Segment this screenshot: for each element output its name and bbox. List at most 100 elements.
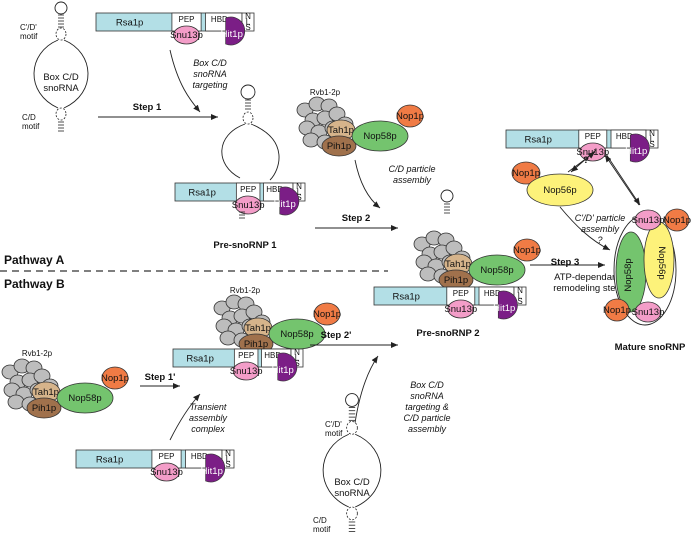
- cprime-assembly-label: C'/D' particle: [575, 213, 625, 223]
- transient-label: Transient: [190, 402, 227, 412]
- nop56p-right: [526, 173, 594, 207]
- rvb-mid-nop1p: [313, 302, 341, 326]
- rsa1-bottom-hit1p-label: Hit1p: [201, 466, 223, 477]
- rvb-left-pih1p-label: Pih1p: [32, 403, 56, 414]
- step1p-label: Step 1': [145, 372, 176, 383]
- nop1p-mature-bottom-label: Nop1p: [603, 305, 631, 316]
- transient-snu13p-label: Snu13p: [230, 366, 263, 377]
- rsa1-right-nls-letter: L: [650, 135, 655, 144]
- pre2-snu13p-label: Snu13p: [444, 304, 477, 315]
- rsa1-top-hit1p: [225, 16, 246, 46]
- targeting-label: snoRNA: [193, 69, 227, 79]
- pre1-nls-letter: L: [297, 188, 302, 197]
- cd-motif-bottom-label: C/D: [313, 516, 327, 525]
- rsa1-top-nls-letter: L: [246, 18, 251, 27]
- nop58p-mature-label: Nop58p: [623, 258, 634, 291]
- nop56p-mature-label: Nop56p: [656, 246, 667, 279]
- targeting-label: targeting: [192, 80, 227, 90]
- rsa1-bottom-rsa1p-label: Rsa1p: [96, 455, 123, 466]
- rvb-mid-tah1p-label: Tah1p: [245, 323, 271, 334]
- rsa1-top-snu13p: [173, 25, 200, 45]
- rsa1-bottom-nls-box: [221, 449, 235, 469]
- pre2-snu13p: [447, 299, 475, 319]
- cd-motif-bottom-label: motif: [313, 525, 331, 534]
- rsa1-top-nls-box: [241, 12, 255, 32]
- rvb-top-pih1p: [321, 135, 357, 157]
- rvb-pre2-nop1p-label: Nop1p: [513, 245, 541, 256]
- rvb-top-label: Rvb1-2p: [310, 88, 341, 97]
- transient-pep-label: PEP: [238, 351, 254, 360]
- box-snorna-bottom-label: snoRNA: [334, 488, 370, 499]
- pre2-hit1p: [497, 290, 518, 320]
- snorna-bottom-rna-loop: [322, 433, 382, 508]
- rsa1-bottom-hit1p: [205, 453, 226, 483]
- rsa1-top-nls-letter: N: [245, 12, 251, 21]
- rsa1-bottom-nls-letter: L: [226, 455, 231, 464]
- rvb-top-nop1p-label: Nop1p: [396, 111, 424, 122]
- box-snorna-label: Box C/D: [43, 72, 79, 83]
- rvb-left-nop1p: [101, 366, 129, 390]
- rvb-left-nop58p: [56, 382, 114, 414]
- rvb-top-nop58p: [351, 120, 409, 152]
- nop1p-right-label: Nop1p: [512, 168, 540, 179]
- cd-assembly-arrow: [354, 159, 381, 209]
- rsa1-right-hit1p-label: Hit1p: [625, 146, 647, 157]
- targeting-assembly-label: snoRNA: [410, 391, 444, 401]
- rvb-top-rvb-subunit: [302, 132, 320, 148]
- rvb-mid-nop58p-label: Nop58p: [280, 329, 313, 340]
- pre1-hbd-label: HBD: [266, 185, 283, 194]
- rsa1-to-nop56-arrow: [570, 149, 597, 173]
- pathway-b-label: Pathway B: [4, 277, 65, 291]
- rvb-mid-rvb-subunit: [219, 330, 237, 346]
- rsa1-bottom-snu13p: [153, 462, 180, 482]
- nop1p-mature-top-label: Nop1p: [663, 215, 691, 226]
- transient-hit1p-label: Hit1p: [272, 365, 294, 376]
- rvb-top-nop1p: [396, 104, 424, 128]
- mature-snornp-label: Mature snoRNP: [615, 342, 686, 353]
- atp-remodeling-label: remodeling step: [553, 283, 621, 294]
- rvb-left-pih1p: [26, 397, 62, 419]
- rsa1-top-pep-label: PEP: [179, 15, 195, 24]
- step2-label: Step 2: [342, 213, 371, 224]
- cd-assembly-label: C/D particle: [388, 164, 435, 174]
- nop1p-mature-top: [664, 208, 690, 232]
- pre2-nls-letter: N: [517, 286, 523, 295]
- pathway-a-label: Pathway A: [4, 253, 65, 267]
- pre2-rsa1p-label: Rsa1p: [392, 292, 419, 303]
- cprime-assembly-label: ?: [597, 235, 602, 245]
- transient-snu13p: [232, 361, 260, 381]
- snorna-top-rna-kink: [55, 27, 67, 41]
- snu13p-mature-bottom-label: Snu13p: [632, 307, 665, 318]
- rvb-mid-pih1p-label: Pih1p: [244, 339, 268, 350]
- step3-label: Step 3: [551, 257, 580, 268]
- pre-snornp1-label: Pre-snoRNP 1: [213, 240, 277, 251]
- rvb-top-nop58p-label: Nop58p: [363, 131, 396, 142]
- transient-nls-letter: S: [294, 359, 299, 368]
- step2p-label: Step 2': [321, 330, 352, 341]
- pre2-hbd-label: HBD: [484, 289, 501, 298]
- snu13p-mature-top-label: Snu13p: [632, 215, 665, 226]
- snu13p-mature-top: [634, 209, 662, 231]
- cd-motif-label: motif: [22, 122, 40, 131]
- cprime-assembly-arrow: [559, 206, 611, 251]
- targeting-assembly-label: targeting &: [405, 402, 449, 412]
- rsa1-right-nls-letter: S: [649, 140, 654, 149]
- cprime-motif-bottom-label: C'/D': [325, 420, 342, 429]
- transient-arrow: [169, 393, 201, 441]
- rsa1-bottom-snu13p-label: Snu13p: [150, 467, 183, 478]
- targeting-arrow: [169, 49, 201, 113]
- transient-rsa1p-label: Rsa1p: [186, 354, 213, 365]
- rsa1-right-rsa1p-label: Rsa1p: [524, 135, 551, 146]
- pre2-rna-cap: [440, 189, 454, 203]
- atp-remodeling-label: ATP-dependant: [554, 272, 620, 283]
- transient-hit1p: [277, 352, 298, 382]
- snorna-top-rna-loop: [33, 39, 89, 109]
- snorna-bottom-rna-kink: [346, 420, 358, 435]
- snorna-bottom-rna-cap: [345, 393, 359, 407]
- rsa1-top-rsa1p-label: Rsa1p: [116, 18, 143, 29]
- step1-label: Step 1: [133, 102, 162, 113]
- pre1-snu13p-label: Snu13p: [232, 200, 265, 211]
- rsa1-top-snu13p-label: Snu13p: [170, 30, 203, 41]
- rvb-pre2-nop1p: [513, 238, 541, 262]
